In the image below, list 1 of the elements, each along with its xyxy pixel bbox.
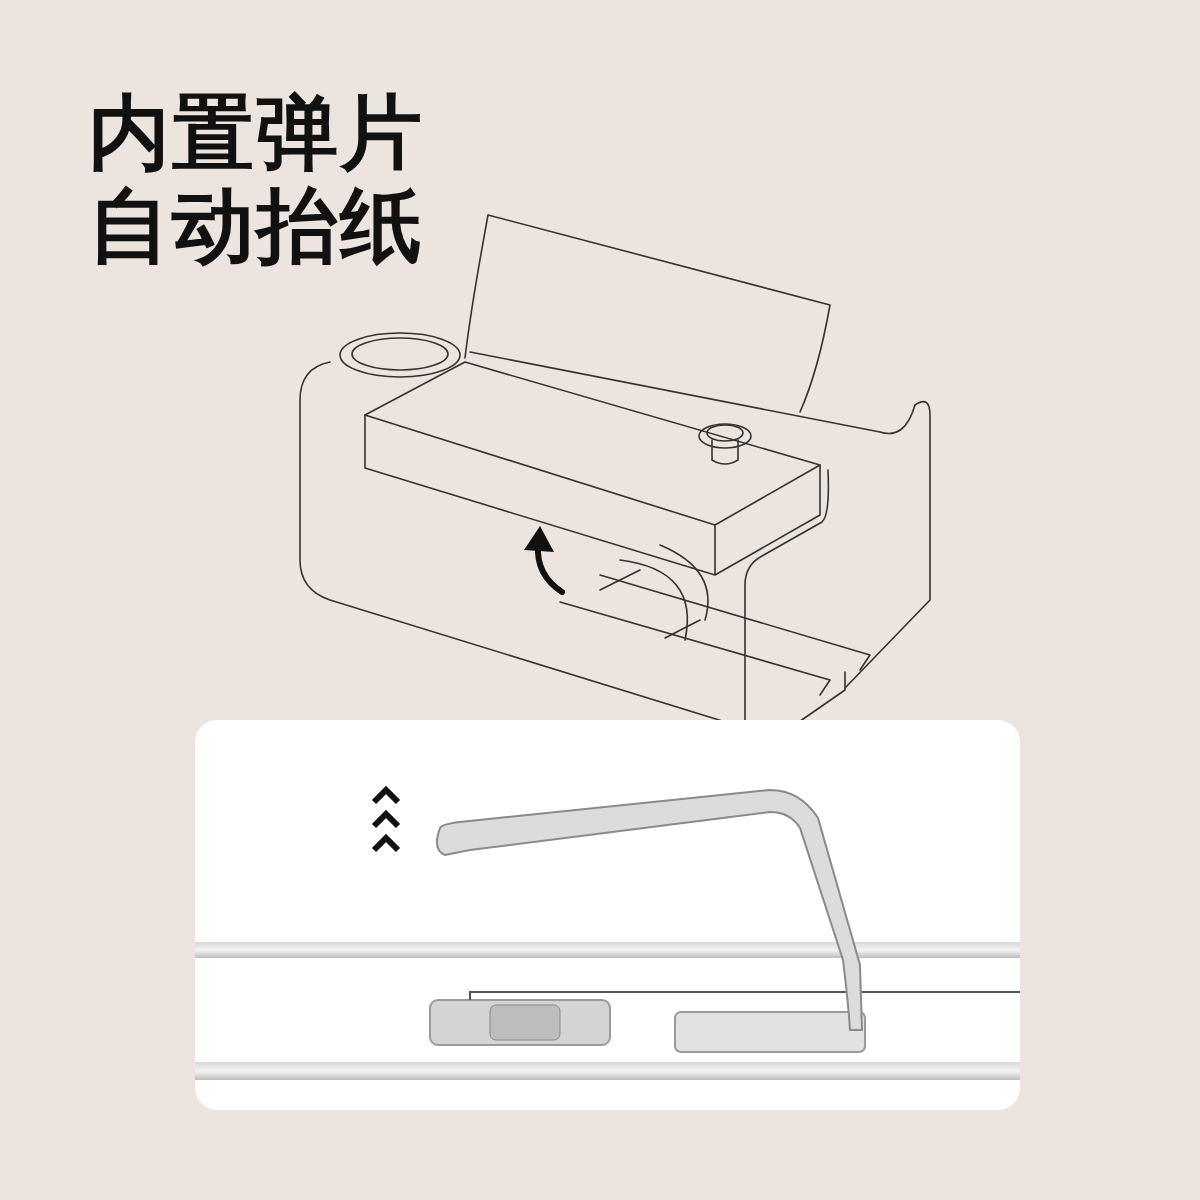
title: 内置弹片自动抬纸: [88, 86, 425, 273]
